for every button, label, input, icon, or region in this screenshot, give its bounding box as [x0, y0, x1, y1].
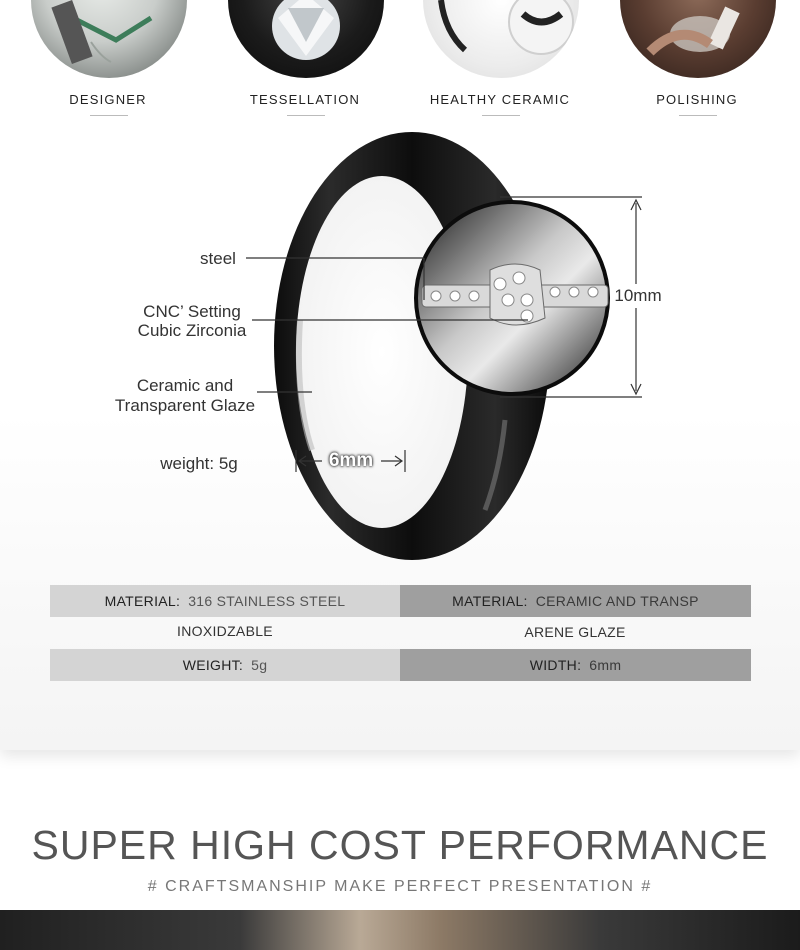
spec-continuation-left: INOXIDZABLE [177, 623, 273, 639]
spec-row-material: MATERIAL: 316 STAINLESS STEEL MATERIAL: … [50, 585, 751, 617]
spec-key: WIDTH: [529, 657, 582, 673]
cubic-zirconia-stones [430, 271, 599, 323]
label-cubic-zirconia: Cubic Zirconia [137, 321, 247, 340]
feature-label: DESIGNER [69, 92, 147, 107]
spec-cell-steel-material: MATERIAL: 316 STAINLESS STEEL [50, 585, 400, 617]
width-dimension: 6mm [328, 450, 374, 471]
divider [482, 115, 520, 116]
leader-lines [246, 196, 642, 472]
divider [90, 115, 128, 116]
spec-row-weight-width: WEIGHT: 5g WIDTH: 6mm [50, 649, 751, 681]
spec-cell-weight: WEIGHT: 5g [50, 649, 400, 681]
promo-subline: # CRAFTSMANSHIP MAKE PERFECT PRESENTATIO… [147, 878, 653, 895]
height-dimension: 10mm [612, 286, 664, 305]
label-transparent-glaze: Transparent Glaze [114, 396, 256, 415]
feature-label: POLISHING [656, 92, 738, 107]
label-cnc-setting: CNC’ Setting [143, 302, 241, 321]
spec-value: 5g [251, 657, 268, 673]
model-photo-image [0, 910, 800, 950]
spec-key: MATERIAL: [452, 593, 528, 609]
label-weight: weight: 5g [160, 454, 238, 473]
divider [287, 115, 325, 116]
spec-key: MATERIAL: [104, 593, 181, 609]
spec-key: WEIGHT: [182, 657, 244, 673]
spec-cell-width: WIDTH: 6mm [400, 649, 751, 681]
label-ceramic: Ceramic and [136, 376, 234, 395]
promo-headline: SUPER HIGH COST PERFORMANCE [31, 822, 769, 868]
ring-diagram [246, 132, 642, 560]
spec-value: 6mm [589, 657, 622, 673]
spec-value: 316 STAINLESS STEEL [188, 593, 346, 609]
spec-continuation-right: ARENE GLAZE [524, 624, 626, 640]
divider [679, 115, 717, 116]
feature-label: TESSELLATION [249, 92, 361, 107]
spec-value: CERAMIC AND TRANSP [535, 593, 699, 609]
spec-cell-ceramic-material: MATERIAL: CERAMIC AND TRANSP [400, 585, 751, 617]
label-steel: steel [200, 249, 236, 268]
feature-label: HEALTHY CERAMIC [429, 92, 571, 107]
